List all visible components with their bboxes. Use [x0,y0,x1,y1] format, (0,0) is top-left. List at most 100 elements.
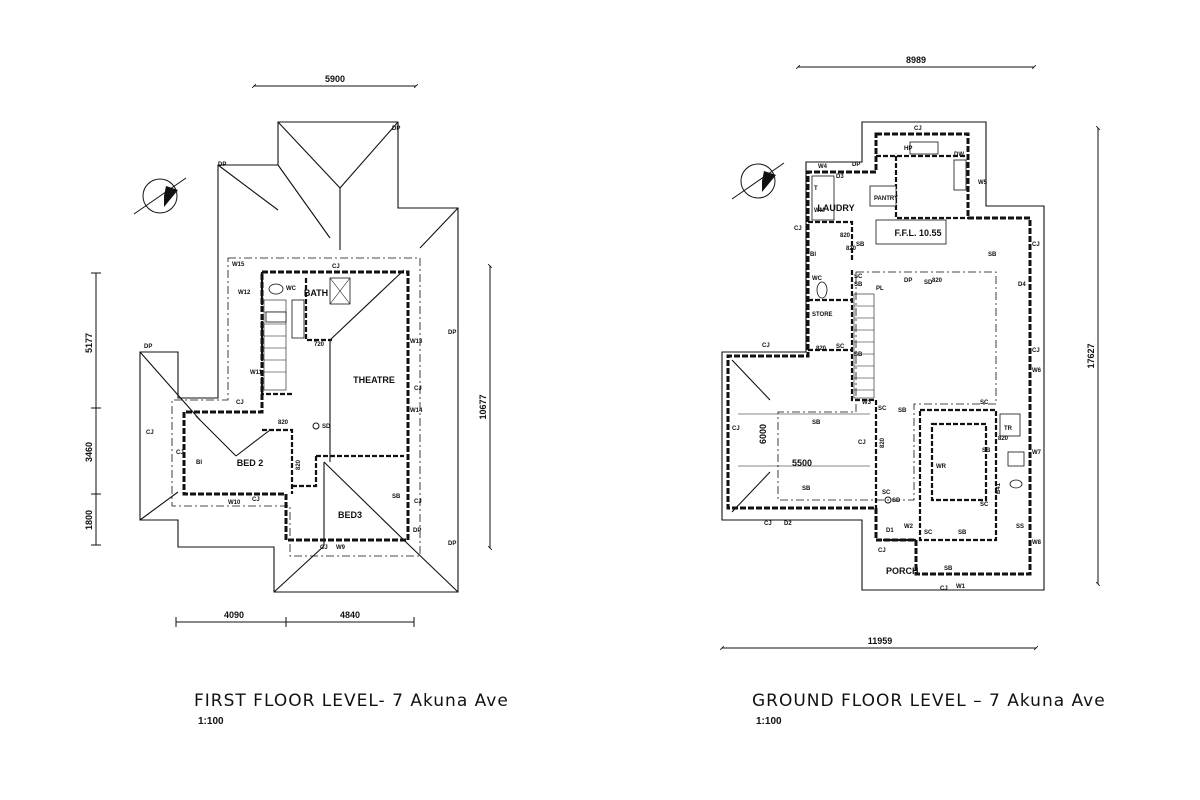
dim-bottom-left: 4090 [224,610,244,620]
tag: CJ [332,264,340,270]
tag: 820 [932,278,943,284]
tag: W11 [250,370,263,376]
tag: WC [812,276,823,282]
dim-right-label: 10677 [478,394,488,419]
ground-floor-tags: CJ CJ CJ CJ CJ CJ CJ CJ CJ CJ DP D1 D2 D… [732,126,1042,592]
tag: DP [218,162,226,168]
tag: PL [876,286,884,292]
tag: CJ [794,226,802,232]
first-floor-title: FIRST FLOOR LEVEL- 7 Akuna Ave [194,691,509,711]
room-bed3: BED3 [338,510,362,520]
dim-top-ground-label: 8989 [906,55,926,65]
tag: DP [904,278,912,284]
tag: TR [1004,426,1013,432]
ground-floor-walls [726,132,1032,576]
tag: CJ [762,343,770,349]
ground-floor-fixtures [811,141,1025,489]
tag: DP [413,528,421,534]
tag: DP [448,541,456,547]
tag: SC [924,530,933,536]
tag: B41 [996,482,1002,494]
tag: CJ [414,386,422,392]
room-pantry: PANTRY [874,196,898,202]
eave-line [171,257,421,557]
tag: CJ [146,430,154,436]
tag: BI [196,460,202,466]
tag: CJ [320,545,328,551]
tag: 820 [880,437,886,448]
tag: 820 [840,233,851,239]
tag: CJ [764,521,772,527]
tag: W3 [862,400,872,406]
ground-floor-scale: 1:100 [756,716,782,727]
ground-floor-stair [853,293,875,399]
tag: SB [812,420,821,426]
tag: 820 [278,420,289,426]
smoke-detector-icon [312,422,320,430]
tag: WC [286,286,297,292]
ground-floor-plan: 8989 17627 11959 [719,55,1105,727]
dim-garage-depth: 6000 [758,424,768,444]
tag: DP [448,330,456,336]
dim-bottom-right: 4840 [340,610,360,620]
smoke-detector-icon [884,496,892,504]
laundry-tub-icon [811,175,835,221]
tag: D4 [1018,282,1026,288]
tag: SB [898,408,907,414]
dim-top-ground: 8989 [795,55,1037,70]
first-floor-tags: DP DP DP DP DP DP CJ CJ CJ CJ CJ CJ CJ C… [144,126,456,551]
room-theatre: THEATRE [353,375,395,385]
tag: SC [836,344,845,350]
tag: W14 [410,408,423,414]
tag: SB [982,448,991,454]
tag: SB [856,242,865,248]
tag: 820 [816,346,827,352]
dim-right-ground: 17627 [1086,125,1101,587]
tag: D1 [886,528,894,534]
tag: BI [810,252,816,258]
dim-bottom-ground: 11959 [719,636,1039,651]
tag: SC [854,274,863,280]
dim-left-lower: 1800 [84,510,94,530]
tag: W1 [956,584,966,590]
tag: D2 [784,521,792,527]
tag: SB [944,566,953,572]
tag: DP [392,126,400,132]
first-floor-scale: 1:100 [198,716,224,727]
toilet-icon [816,281,828,299]
tag: W2 [904,524,914,530]
tag: HP [904,146,912,152]
tag: SB [854,352,863,358]
tag: SC [878,406,887,412]
tag: T [814,186,818,192]
first-floor-plan: 5900 5177 3460 1800 10677 4090 4840 [84,74,509,727]
tag: 720 [314,342,325,348]
tag: DW [954,152,964,158]
tag: WR [936,464,947,470]
tag: CJ [414,499,422,505]
tag: CJ [858,440,866,446]
tag: CJ [252,497,260,503]
dim-bottom-chain: 4090 4840 [175,610,415,627]
tag: W13 [410,339,423,345]
roof-outline [139,121,459,593]
toilet-icon [268,283,284,295]
north-arrow-icon [133,177,187,215]
tag: 820 [846,246,857,252]
tag: W12 [238,290,251,296]
tag: W7 [1032,450,1042,456]
tag: CJ [236,400,244,406]
tag: SS [1016,524,1024,530]
tag: W5 [978,180,988,186]
first-floor-walls [182,270,410,542]
tag: SB [392,494,401,500]
pantry-icon [869,185,897,207]
tag: CJ [878,548,886,554]
roof-outline-ground [721,121,1045,591]
tag: W8 [1032,540,1042,546]
tag: SC [980,502,989,508]
dim-left-upper: 5177 [84,333,94,353]
tag: W6 [1032,368,1042,374]
tag: CJ [914,126,922,132]
tag: SB [958,530,967,536]
